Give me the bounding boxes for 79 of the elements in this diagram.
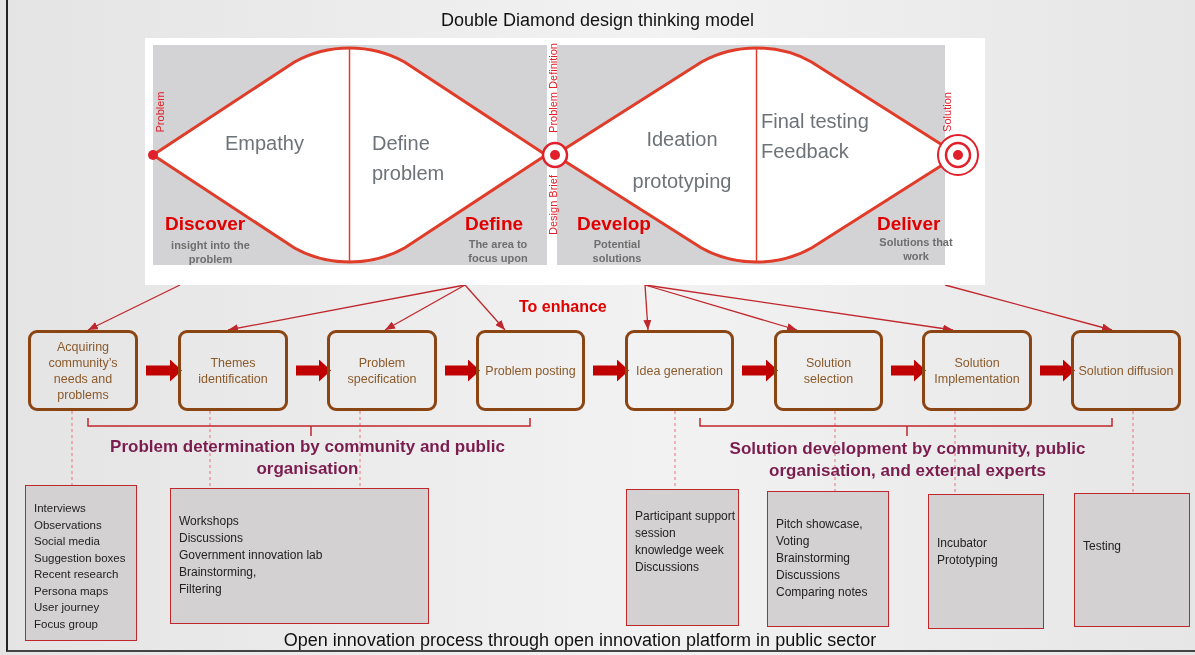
list-item: Government innovation lab xyxy=(179,547,324,564)
diagram-caption: Open innovation process through open innovation platform in public sector xyxy=(282,630,878,651)
process-step-box: Problem specification xyxy=(327,330,437,411)
diamond-label: Ideation prototyping xyxy=(631,127,733,194)
list-item: Comparing notes xyxy=(776,584,869,601)
diamond-label: Define problem xyxy=(372,131,446,186)
process-step-box: Solution Implementation xyxy=(922,330,1032,411)
phase-title: Discover xyxy=(165,213,246,235)
leader-line xyxy=(954,410,956,495)
arrow xyxy=(87,284,181,331)
process-step-box: Solution selection xyxy=(774,330,883,411)
milestone-label: Problem Definition xyxy=(547,43,559,133)
list-item: Recent research xyxy=(34,567,120,582)
milestone-label: Problem xyxy=(154,91,166,133)
block-arrow xyxy=(593,359,629,382)
process-step-box: Idea generation xyxy=(625,330,734,411)
list-item: Brainstorming xyxy=(776,550,852,567)
method-list-box xyxy=(928,494,1044,629)
arrow xyxy=(384,284,466,331)
list-item: Social media xyxy=(34,534,101,549)
milestone-label: Solution xyxy=(941,92,953,132)
leader-line xyxy=(71,410,73,486)
list-item: Brainstorming, xyxy=(179,564,258,581)
method-list-box xyxy=(170,488,429,624)
leader-line xyxy=(834,410,836,492)
phase-description: Solutions that work xyxy=(878,235,954,263)
list-item: Suggestion boxes xyxy=(34,550,127,566)
method-list-box xyxy=(25,485,137,641)
block-arrow xyxy=(891,359,926,382)
list-item: Interviews xyxy=(34,501,87,516)
block-arrow xyxy=(1040,359,1075,382)
arrow xyxy=(227,284,466,333)
phase-title: Develop xyxy=(577,213,651,235)
block-arrow xyxy=(296,359,331,382)
list-item: Discussions xyxy=(776,567,842,584)
block-arrow xyxy=(445,359,480,382)
annotation-text: To enhance xyxy=(519,298,607,316)
phase-description: insight into the problem xyxy=(170,238,251,266)
diamond-label: Final testing Feedback xyxy=(761,109,870,164)
block-arrow xyxy=(146,359,182,382)
phase-description: Potential solutions xyxy=(591,237,643,265)
list-item: User journey xyxy=(34,600,101,615)
diamond-label: Empathy xyxy=(225,131,305,156)
leader-line xyxy=(1132,410,1134,494)
block-arrow xyxy=(742,359,778,382)
phase-title: Deliver xyxy=(877,213,941,235)
group-label: Problem determination by community and public organisation xyxy=(109,436,506,480)
list-item: Persona maps xyxy=(34,583,110,599)
list-item: Filtering xyxy=(179,581,223,598)
list-item: Incubator xyxy=(937,535,989,552)
arrow xyxy=(464,284,506,331)
list-item: Workshops xyxy=(179,513,240,530)
arrow xyxy=(644,284,954,333)
method-list-box xyxy=(767,491,889,627)
list-item: knowledge week xyxy=(635,542,725,559)
method-list-box xyxy=(1074,493,1190,627)
list-item: Focus group xyxy=(34,616,99,632)
list-item: Pitch showcase, xyxy=(776,516,864,533)
list-item: Discussions xyxy=(635,559,701,576)
list-item: Observations xyxy=(34,517,103,533)
list-item: Testing xyxy=(1083,538,1123,555)
process-step-box: Acquiring community’s needs and problems xyxy=(28,330,138,411)
phase-description: The area to focus upon xyxy=(467,237,529,265)
phase-title: Define xyxy=(465,213,524,235)
arrow xyxy=(643,284,652,331)
leader-line xyxy=(209,410,211,489)
method-list-box xyxy=(626,489,739,626)
milestone-label: Design Brief xyxy=(547,175,559,235)
list-item: Prototyping xyxy=(937,552,999,569)
diagram-panel xyxy=(145,38,985,285)
process-step-box: Themes identification xyxy=(178,330,288,411)
arrow xyxy=(944,284,1113,332)
list-item: Voting xyxy=(776,533,811,550)
group-label: Solution development by community, public organisation, and external experts xyxy=(728,438,1087,482)
process-step-box: Solution diffusion xyxy=(1071,330,1181,411)
list-item: Discussions xyxy=(179,530,245,547)
leader-line xyxy=(359,410,361,489)
diagram-title: Double Diamond design thinking model xyxy=(439,10,756,31)
process-step-box: Problem posting xyxy=(476,330,585,411)
